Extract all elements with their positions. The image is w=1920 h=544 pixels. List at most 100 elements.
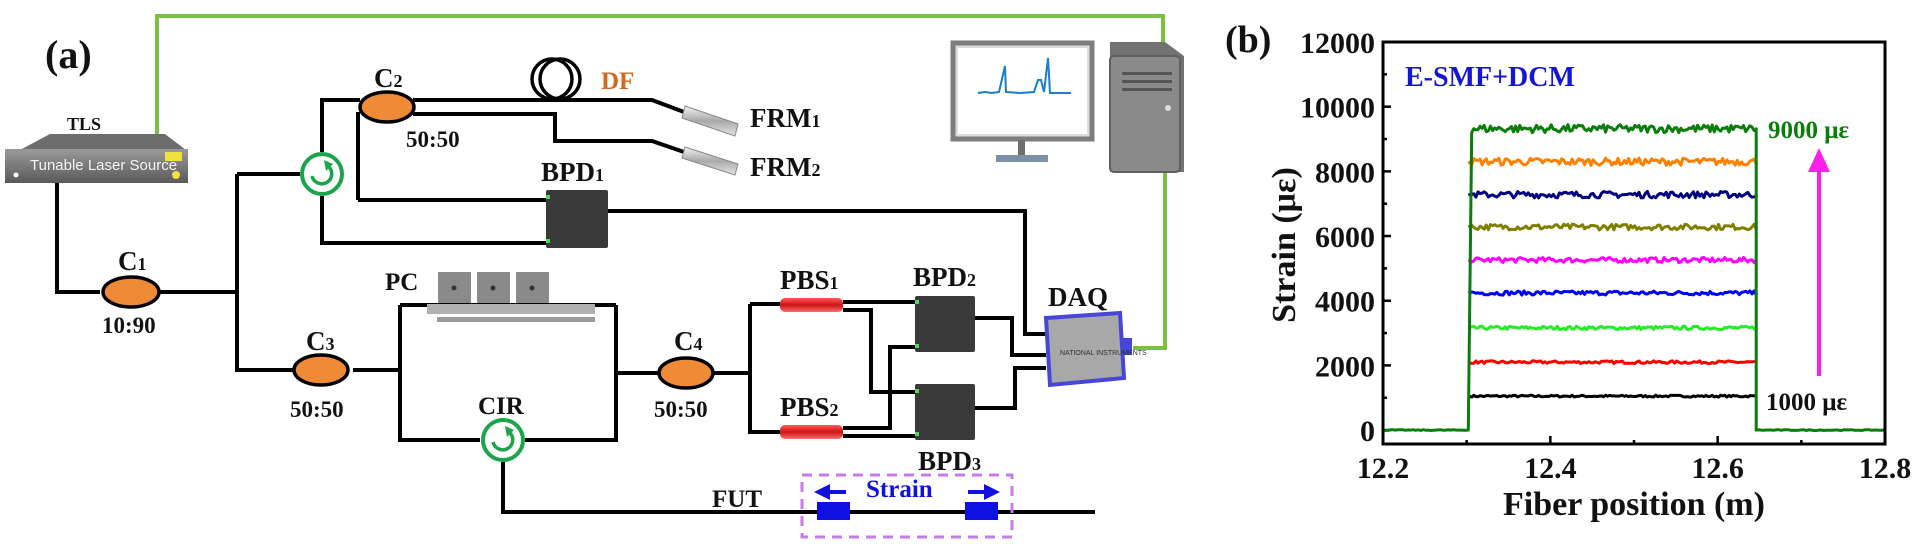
series-line-7000 [1468,190,1758,200]
tls-front-text: Tunable Laser Source [30,157,177,174]
computer-tower [1109,42,1184,173]
panel-a-label: (a) [45,32,92,77]
circulator-1 [300,152,344,196]
fiber-paths [55,98,1095,514]
daq-brand-text: NATIONAL INSTRUMENTS [1060,350,1147,357]
series-line-2000 [1467,359,1758,365]
y-tick-label: 12000 [1300,27,1375,60]
tls-power-led [13,172,19,178]
c1-label: C1 [118,246,147,276]
y-tick-label: 10000 [1300,92,1375,125]
monitor-trace [977,57,1071,95]
pbs-1: PBS1 [780,265,843,312]
y-tick-label: 0 [1360,415,1375,448]
circulator-arrow-icon [310,164,334,186]
bpd-2: BPD2 [913,262,976,352]
wire-bpd1-daq [608,209,1046,336]
y-axis-label: Strain (με) [1266,167,1303,323]
increase-arrow-icon [1808,148,1830,376]
x-tick-label: 12.6 [1691,452,1744,485]
series-line-5000 [1467,256,1758,264]
c3-label: C3 [306,326,335,356]
fiber-cir-fut [501,462,1095,514]
y-tick-label: 6000 [1315,221,1375,254]
pbs-2: PBS2 [780,392,843,439]
series-line-1000 [1467,393,1757,399]
frm1-label: FRM1 [750,103,820,133]
coupler-c3: C3 50:50 [290,326,350,422]
strain-clamp-left [817,502,850,520]
pbs2-label: PBS2 [780,392,839,422]
plot-frame [1381,40,1887,446]
fiber-pbs1-bpd3 [843,308,915,394]
link-tls-computer [155,14,1165,140]
series-line-9000 [1382,123,1885,432]
wire-bpd3-daq [975,366,1046,410]
c1-ratio: 10:90 [102,313,156,338]
c4-label: C4 [674,326,703,356]
tls-display [165,152,182,161]
series-line-3000 [1467,324,1758,332]
chart-annotation: E-SMF+DCM [1405,62,1575,93]
fiber-c1-branches [235,174,300,372]
y-tick-label: 2000 [1315,350,1375,383]
tunable-laser-source: Tunable Laser Source [5,134,188,183]
coupler-c4: C4 50:50 [654,326,715,422]
strain-region-box [800,473,1014,539]
setup-diagram: (a) [5,14,1184,539]
fiber-pbs2-bpd2 [843,345,915,430]
x-tick-labels: 12.2 12.4 12.6 12.8 [1357,452,1912,485]
c3-ratio: 50:50 [290,397,344,422]
tls-port [172,171,180,179]
daq-device: NATIONAL INSTRUMENTS DAQ [1043,282,1147,388]
x-tick-label: 12.2 [1357,452,1410,485]
pc-label: PC [385,269,418,296]
polarization-controller: PC [385,269,595,322]
fiber-c4-pbs2 [748,304,780,434]
coupler-c1: C1 10:90 [101,246,161,338]
fut-label: FUT [712,486,762,513]
label-top-strain: 9000 με [1768,117,1849,144]
fiber-c2-return [356,112,360,200]
fiber-c2-frm2 [413,112,685,154]
daq-label: DAQ [1048,282,1108,312]
y-tick-label: 4000 [1315,286,1375,319]
df-label: DF [601,68,634,95]
x-tick-label: 12.4 [1524,452,1577,485]
fiber-tls-c1 [55,183,100,294]
faraday-mirror-1: FRM1 [681,103,820,137]
series-line-4000 [1467,289,1758,297]
fiber-loop-right [525,305,618,442]
fiber-c2-df-frm1 [413,98,685,114]
x-tick-label: 12.8 [1859,452,1912,485]
fiber-circ1-bpd1 [320,196,552,245]
series-line-8000 [1467,156,1758,167]
circulator-arrow-icon [491,430,515,452]
fiber-loop-left [398,305,480,442]
y-tick-label: 8000 [1315,156,1375,189]
x-axis-label: Fiber position (m) [1503,486,1765,523]
computer-monitor [950,40,1095,162]
electrical-links [155,14,1167,350]
strain-clamp-right [965,502,998,520]
faraday-mirror-2: FRM2 [681,146,820,182]
series-lines [1382,123,1885,432]
fiber-circ1-c2 [320,98,360,152]
bpd3-label: BPD3 [918,446,981,476]
c4-ratio: 50:50 [654,397,708,422]
bpd-1: BPD1 [541,157,608,248]
fiber-under-test: FUT Strain [712,473,1014,539]
y-tick-labels: 0 2000 4000 6000 8000 10000 12000 [1300,27,1375,448]
pbs1-label: PBS1 [780,265,839,295]
c2-label: C2 [374,63,403,93]
axis-ticks [1381,40,1887,444]
tls-label: TLS [67,114,101,134]
delay-fiber-coil: DF [530,57,634,101]
link-computer-daq [1133,172,1167,350]
cir-label: CIR [478,393,525,420]
strain-label: Strain [866,476,933,503]
bpd2-label: BPD2 [913,262,976,292]
label-bottom-strain: 1000 με [1766,389,1847,416]
bpd1-label: BPD1 [541,157,604,187]
